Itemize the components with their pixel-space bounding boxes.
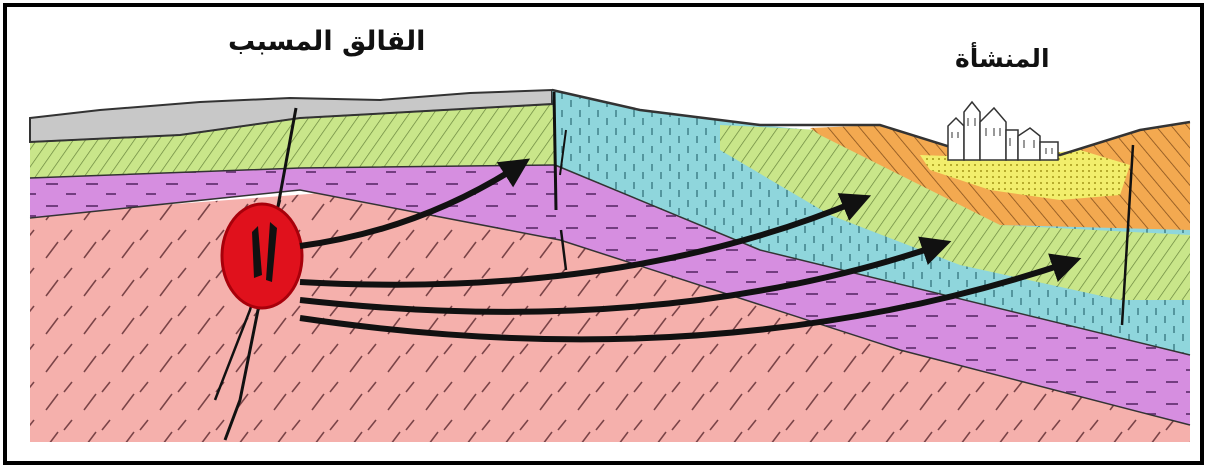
epicenter-icon (222, 204, 302, 308)
facility-label: المنشأة (955, 44, 1050, 73)
minor-fault-1 (554, 92, 556, 210)
building-icon (948, 102, 1058, 160)
fault-label: القالق المسبب (228, 26, 425, 57)
